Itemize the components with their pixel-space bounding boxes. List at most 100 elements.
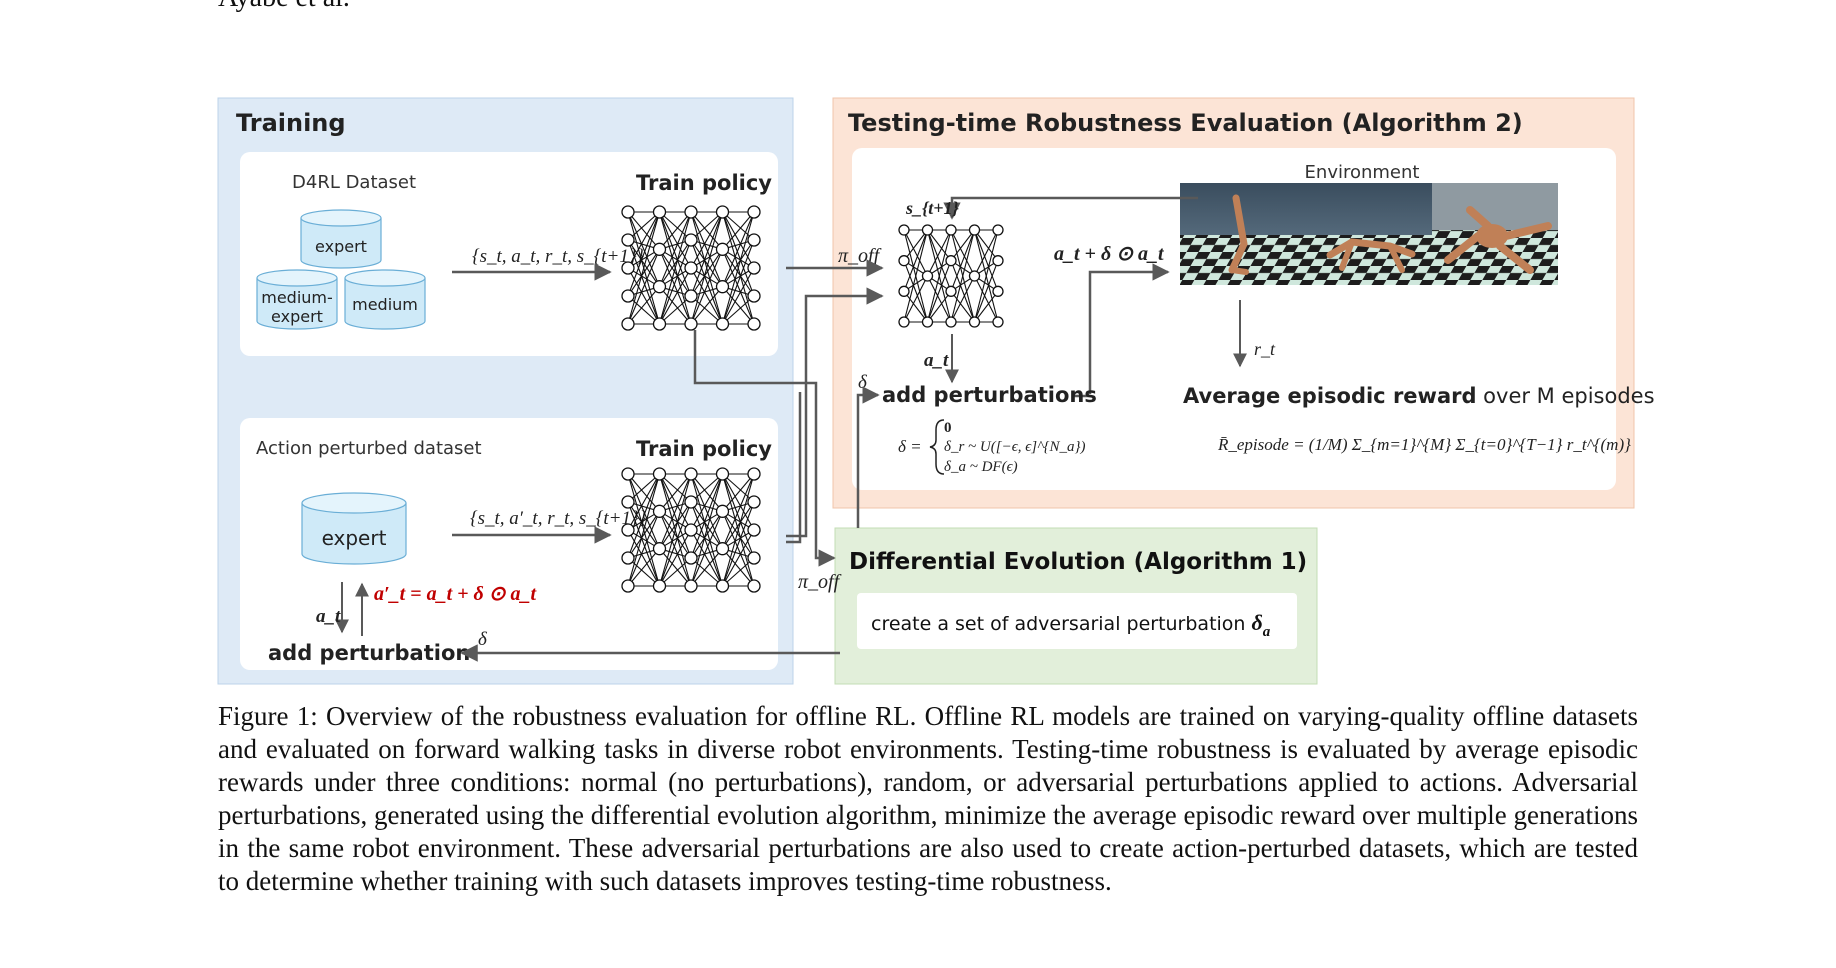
network-edge: [722, 211, 755, 241]
network-node: [652, 467, 667, 481]
label-rt: r_t: [1254, 339, 1276, 359]
perturbed-label: Action perturbed dataset: [256, 438, 482, 459]
label-at-bottom: a_t: [316, 606, 341, 627]
running-header: Ayabe et al.: [218, 0, 350, 14]
network-edge: [690, 529, 723, 587]
action-expression: a_t + δ ⊙ a_t: [1054, 243, 1165, 265]
network-edge: [658, 249, 692, 325]
network-edge: [690, 511, 724, 587]
cylinder-medium: medium: [344, 269, 426, 330]
reward-formula: R̄_episode = (1/M) Σ_{m=1}^{M} Σ_{t=0}^{…: [1217, 435, 1631, 454]
delta-definition: δ = 0 δ_r ~ U([−ϵ, ϵ]^{N_a}) δ_a ~ DF(ϵ): [898, 419, 1085, 475]
network-node: [921, 224, 934, 236]
network-edge: [973, 229, 999, 323]
average-reward-bold: Average episodic reward: [1183, 384, 1477, 408]
network-edge: [659, 501, 692, 549]
de-box: [857, 593, 1297, 649]
testing-title: Testing-time Robustness Evaluation (Algo…: [848, 109, 1523, 137]
caption-label: Figure 1:: [218, 701, 318, 731]
env-ant: [1432, 183, 1558, 285]
network-edge: [722, 473, 755, 531]
network-node: [992, 285, 1004, 297]
network-node: [715, 242, 730, 256]
arrow-env-to-state: [943, 196, 1198, 220]
network-edge: [722, 295, 755, 325]
network-edge: [722, 249, 755, 297]
network-edge: [974, 290, 999, 323]
network-edge: [690, 267, 723, 325]
label-delta-de: δ: [478, 629, 488, 650]
network-edge: [627, 473, 660, 531]
transition-bottom: {s_t, a′_t, r_t, s_{t+1}}: [470, 508, 647, 529]
environment-images: [1180, 183, 1558, 285]
network-edge: [690, 211, 724, 297]
network-edge: [926, 260, 952, 323]
network-edge: [721, 501, 755, 587]
network-node: [684, 289, 698, 303]
network-edge: [659, 473, 692, 531]
network-edge: [950, 275, 975, 323]
network-node: [652, 280, 667, 294]
overview-figure: Training D4RL Dataset expert medium- exp…: [217, 97, 1655, 685]
cylinder-expert-bottom-label: expert: [322, 526, 387, 550]
network-edge: [659, 249, 692, 297]
transition-top: {s_t, a_t, r_t, s_{t+1}}: [472, 246, 644, 267]
network-edge: [658, 473, 692, 559]
network-edge: [627, 211, 660, 250]
network-node: [747, 495, 761, 509]
delta-case-zero: 0: [944, 420, 952, 436]
network-edge: [658, 211, 692, 287]
cylinder-medium-label: medium: [352, 295, 418, 314]
network-edge: [950, 229, 975, 262]
network-edge: [722, 511, 755, 559]
network-edge: [658, 211, 692, 297]
network-edge: [974, 275, 999, 323]
network-edge: [690, 211, 723, 241]
network-edge: [950, 229, 975, 277]
network-edge: [690, 548, 723, 587]
network-node: [684, 579, 698, 593]
network-edge: [721, 211, 755, 297]
de-box-symbol: δ: [1252, 610, 1263, 635]
env-walker: [1306, 183, 1432, 285]
network-edge: [627, 473, 661, 587]
network-node: [992, 255, 1004, 267]
network-edge: [722, 211, 755, 250]
network-edge: [690, 473, 723, 531]
network-node: [684, 205, 698, 219]
network-node: [945, 285, 957, 297]
network-edge: [627, 295, 660, 325]
network-edge: [721, 211, 755, 325]
network-node: [715, 317, 730, 331]
network-edge: [659, 529, 692, 587]
network-edge: [627, 239, 661, 325]
network-node: [898, 316, 910, 328]
network-edge: [903, 290, 928, 323]
network-node: [621, 467, 635, 481]
network-node: [684, 261, 698, 275]
label-pi-off-de: π_off: [798, 571, 842, 593]
network-edge: [658, 239, 692, 325]
cylinder-expert-label: expert: [315, 237, 367, 256]
network-edge: [627, 211, 660, 241]
network-node: [747, 467, 761, 481]
network-edge: [950, 229, 976, 292]
network-edge: [722, 473, 755, 503]
network-node: [945, 255, 957, 267]
network-edge: [722, 211, 755, 269]
cylinder-medium-expert-label-2: expert: [271, 307, 323, 326]
de-panel: Differential Evolution (Algorithm 1) cre…: [798, 527, 1318, 685]
network-edge: [627, 473, 661, 549]
network-edge: [627, 473, 661, 559]
network-edge: [926, 229, 952, 323]
network-node: [747, 523, 761, 537]
add-perturbation-label: add perturbation: [268, 641, 470, 665]
network-node: [684, 523, 698, 537]
network-edge: [927, 275, 952, 323]
d4rl-label: D4RL Dataset: [292, 172, 416, 193]
perturbed-card: [240, 418, 778, 670]
delta-case-random: δ_r ~ U([−ϵ, ϵ]^{N_a}): [944, 439, 1085, 455]
network-edge: [721, 473, 755, 587]
network-edge: [658, 501, 692, 587]
network-node: [898, 224, 910, 236]
